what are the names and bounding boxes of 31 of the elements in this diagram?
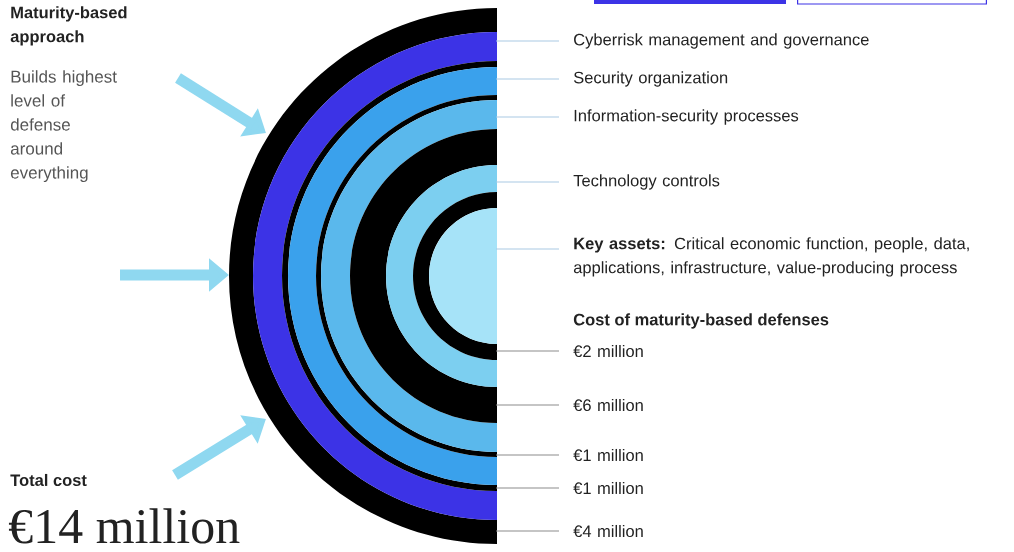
heading: Maturity-based approach (10, 6, 127, 46)
leader-line (495, 487, 560, 489)
label-text: €1 million (573, 448, 643, 462)
ring (386, 165, 497, 387)
label-text: €6 million (573, 398, 643, 412)
leader-line (495, 181, 560, 183)
heading: Cost of maturity-based defenses (573, 313, 829, 329)
leader-line (495, 350, 560, 352)
total-value: €14 million (8, 508, 240, 544)
leader-line (495, 40, 560, 42)
description: Builds highest level of defense around everything (10, 70, 117, 183)
label-text: €4 million (573, 524, 643, 538)
leader-line (495, 248, 560, 250)
label-text: Key assets: Critical economic function, people, data, applications, infrastructure, value-producing process (573, 237, 969, 277)
label-text: Information-security processes (574, 109, 799, 125)
leader-line (495, 530, 560, 532)
label-text: €1 million (573, 481, 643, 495)
core-semicircle (429, 208, 497, 344)
ring (350, 129, 497, 423)
arrow (172, 415, 266, 480)
leader-line (495, 404, 560, 406)
heading: Total cost (10, 473, 87, 487)
label-text: Security organization (573, 71, 728, 87)
label-text: €2 million (573, 344, 643, 358)
label-text: Technology controls (573, 174, 720, 190)
leader-line (495, 116, 560, 118)
leader-line (495, 78, 560, 80)
ring (413, 192, 497, 360)
ring (253, 32, 497, 520)
leader-line (495, 454, 560, 456)
label-text: Cyberrisk management and governance (574, 33, 869, 49)
